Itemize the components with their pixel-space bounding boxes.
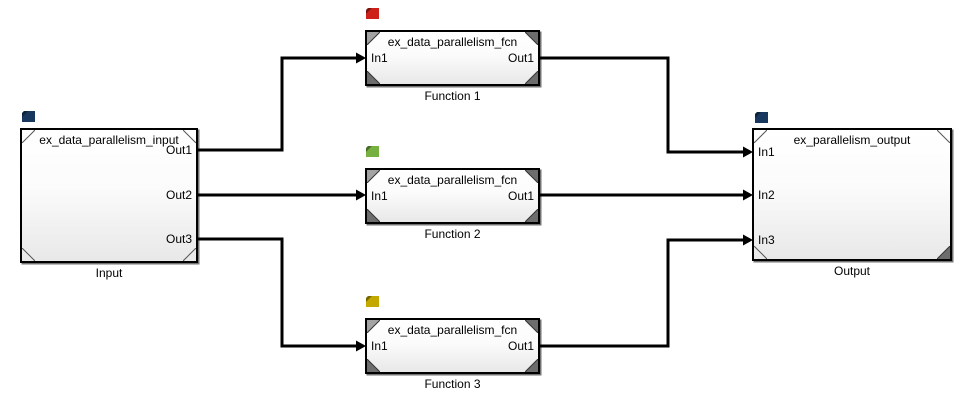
block-title: ex_parallelism_output: [793, 133, 911, 147]
model-version-badge-icon[interactable]: [366, 146, 379, 157]
model-version-badge-icon[interactable]: [366, 296, 379, 307]
badge-fold-icon: [755, 112, 761, 118]
block-name-label: Function 1: [424, 89, 481, 103]
arrowhead-icon: [743, 189, 753, 201]
port-label-out1: Out1: [507, 339, 534, 353]
block-name-label: Input: [95, 266, 123, 280]
arrowhead-icon: [356, 189, 366, 201]
block-name-label: Function 2: [424, 227, 481, 241]
corner-notch-icon: [367, 209, 380, 222]
corner-notch-icon: [367, 71, 380, 84]
corner-notch-icon: [525, 359, 538, 372]
signal-line-input-to-function1[interactable]: [198, 52, 366, 152]
corner-notch-icon: [525, 71, 538, 84]
badge-fold-icon: [22, 111, 28, 117]
model-version-badge-icon[interactable]: [366, 8, 379, 19]
model-version-badge-icon[interactable]: [22, 111, 35, 122]
port-label-out1: Out1: [165, 143, 192, 157]
port-label-in1: In1: [371, 189, 388, 203]
badge-fold-icon: [366, 146, 372, 152]
signal-line-function2-to-output[interactable]: [540, 189, 753, 201]
corner-notch-icon: [22, 248, 35, 261]
arrowhead-icon: [743, 146, 753, 158]
port-label-out2: Out2: [165, 188, 192, 202]
badge-fold-icon: [366, 296, 372, 302]
input-block[interactable]: ex_data_parallelism_input Out1 Out2 Out3: [20, 128, 198, 263]
function2-block[interactable]: ex_data_parallelism_fcn In1 Out1: [365, 168, 540, 224]
block-name-label: Output: [833, 264, 871, 278]
model-version-badge-icon[interactable]: [755, 112, 768, 123]
block-title: ex_data_parallelism_fcn: [387, 35, 518, 49]
corner-notch-icon: [367, 359, 380, 372]
corner-notch-icon: [937, 246, 950, 259]
corner-notch-icon: [183, 248, 196, 261]
corner-notch-icon: [754, 246, 767, 259]
badge-fold-icon: [366, 8, 372, 14]
port-label-in3: In3: [758, 233, 775, 247]
port-label-in1: In1: [371, 51, 388, 65]
port-label-in1: In1: [758, 145, 775, 159]
port-label-out1: Out1: [507, 189, 534, 203]
function1-block[interactable]: ex_data_parallelism_fcn In1 Out1: [365, 30, 540, 86]
port-label-out3: Out3: [165, 232, 192, 246]
block-title: ex_data_parallelism_input: [39, 133, 179, 147]
output-block[interactable]: ex_parallelism_output In1 In2 In3: [752, 128, 952, 261]
block-name-label: Function 3: [424, 377, 481, 391]
function3-block[interactable]: ex_data_parallelism_fcn In1 Out1: [365, 318, 540, 374]
port-label-in2: In2: [758, 188, 775, 202]
corner-notch-icon: [525, 209, 538, 222]
arrowhead-icon: [356, 52, 366, 64]
signal-line-function3-to-output[interactable]: [540, 234, 753, 348]
signal-line-function1-to-output[interactable]: [540, 56, 753, 158]
arrowhead-icon: [356, 340, 366, 352]
signal-line-input-to-function2[interactable]: [198, 189, 366, 201]
arrowhead-icon: [743, 234, 753, 246]
block-title: ex_data_parallelism_fcn: [387, 323, 518, 337]
block-title: ex_data_parallelism_fcn: [387, 173, 518, 187]
signal-line-input-to-function3[interactable]: [198, 237, 366, 352]
port-label-in1: In1: [371, 339, 388, 353]
port-label-out1: Out1: [507, 51, 534, 65]
